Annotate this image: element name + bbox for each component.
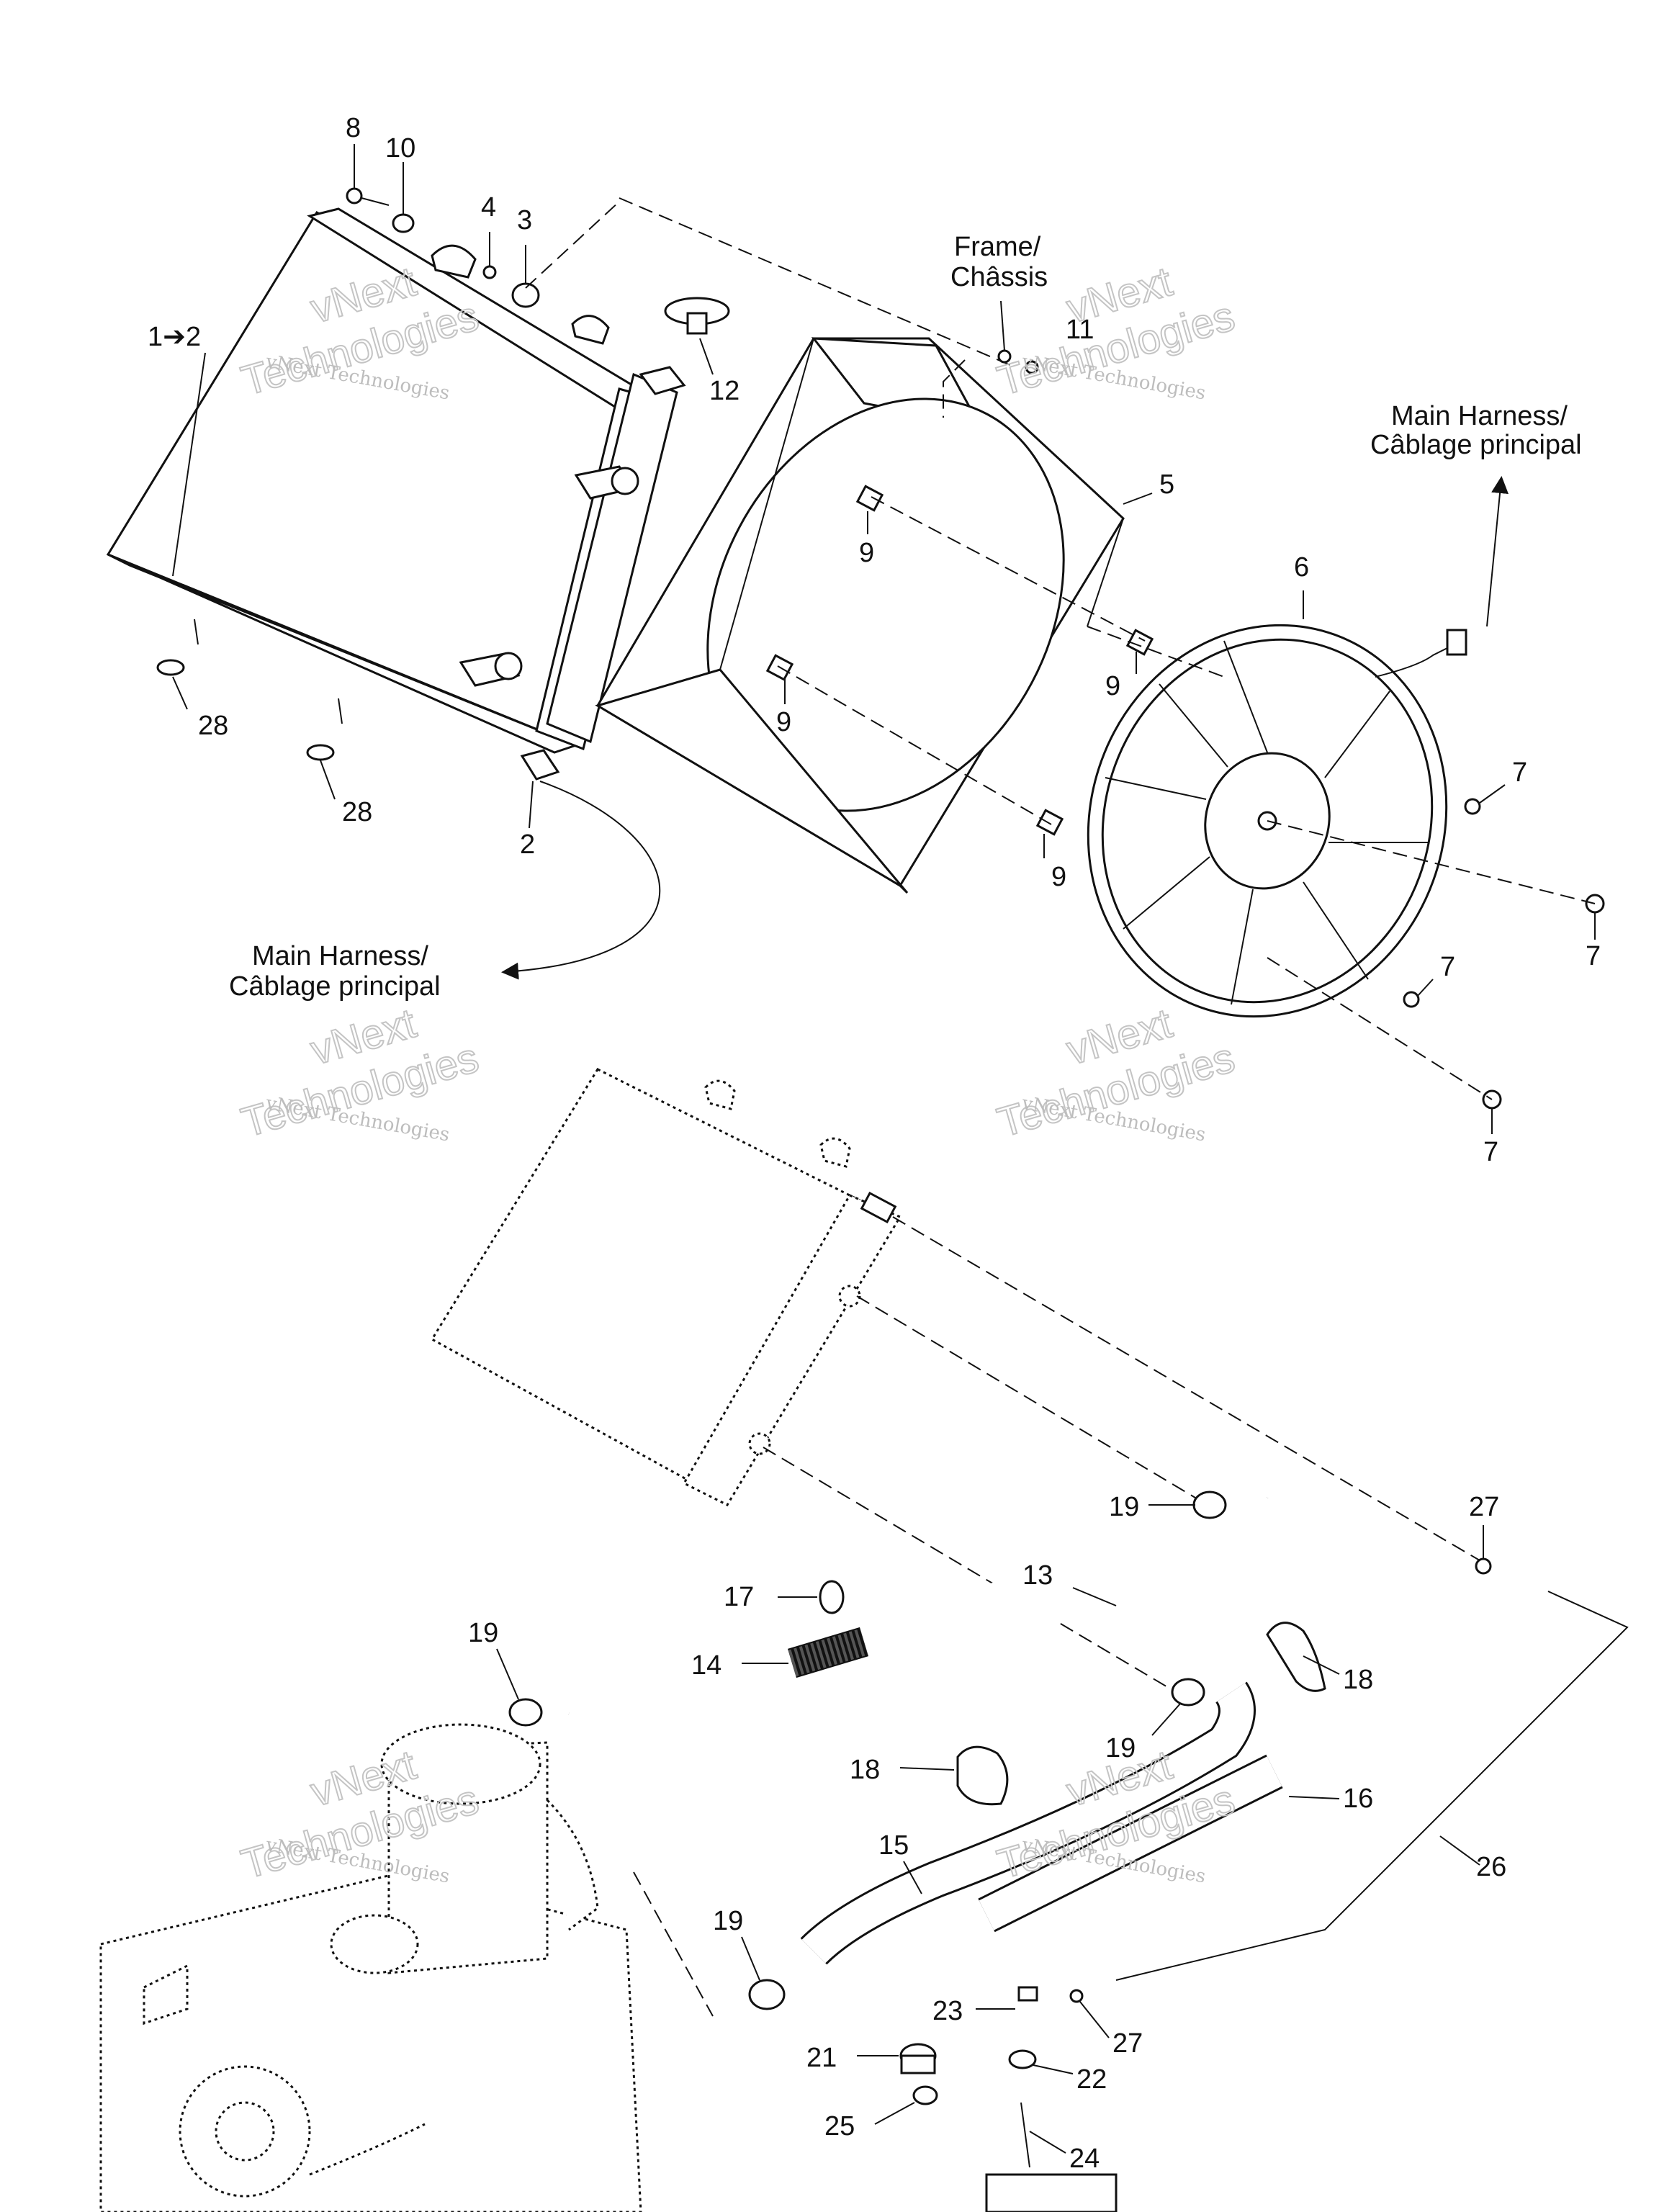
callout-28-a: 28 <box>198 711 228 741</box>
alignment-lines-top <box>525 197 1596 1100</box>
clamp-19c <box>1171 1678 1205 1707</box>
harness-arrows <box>501 476 1509 980</box>
sensor-2 <box>520 749 560 781</box>
frame-note-line1: Frame/ <box>954 232 1041 262</box>
callout-7-a: 7 <box>1512 757 1527 788</box>
clamp-17 <box>819 1580 845 1614</box>
callout-labels: 8 10 4 3 1➔2 12 11 5 9 9 9 9 6 7 7 7 7 2… <box>148 113 1601 2174</box>
gasket-18a <box>1266 1622 1326 1692</box>
bolt-8 <box>346 187 363 204</box>
callout-27-b: 27 <box>1112 2028 1143 2059</box>
harness-note-left-line2: Câblage principal <box>229 971 441 1002</box>
callout-16: 16 <box>1343 1784 1373 1814</box>
frame-note-line2: Châssis <box>950 262 1048 292</box>
washer-10 <box>392 213 415 233</box>
callout-22: 22 <box>1076 2064 1107 2095</box>
callout-24: 24 <box>1069 2144 1100 2174</box>
callout-6: 6 <box>1294 552 1309 583</box>
callout-19-b: 19 <box>468 1618 498 1648</box>
callout-9-b: 9 <box>776 707 791 737</box>
callout-15: 15 <box>878 1830 909 1861</box>
hardware-top <box>156 187 1039 781</box>
gasket-18b <box>956 1745 1009 1806</box>
callout-18-a: 18 <box>1343 1665 1373 1695</box>
clip-27b <box>1069 1989 1084 2003</box>
callout-10: 10 <box>385 133 415 163</box>
callout-19-a: 19 <box>1109 1492 1139 1522</box>
clamps <box>508 1491 1492 2212</box>
callout-9-a: 9 <box>859 538 874 568</box>
clamp-19b <box>1192 1491 1227 1519</box>
callout-19-c: 19 <box>1105 1733 1136 1763</box>
callout-8: 8 <box>346 113 361 143</box>
callout-12: 12 <box>709 376 739 406</box>
callout-9-c: 9 <box>1105 671 1120 701</box>
reservoir <box>985 2173 1118 2212</box>
callout-25: 25 <box>824 2111 855 2141</box>
callout-23: 23 <box>932 1996 963 2026</box>
callout-2: 2 <box>520 830 535 860</box>
harness-note-top-line1: Main Harness/ <box>1391 401 1568 431</box>
alignment-lines-middle <box>633 1216 1484 2017</box>
nut-4 <box>482 265 497 279</box>
clamp-19a <box>508 1698 543 1727</box>
callout-26: 26 <box>1476 1852 1506 1882</box>
callout-7-b: 7 <box>1586 941 1601 971</box>
callout-7-c: 7 <box>1440 952 1455 982</box>
clip-27a <box>1475 1557 1492 1575</box>
grommet-28a <box>156 659 185 676</box>
callout-28-b: 28 <box>342 797 372 827</box>
engine-ghost <box>99 1723 642 2212</box>
harness-note-top-line2: Câblage principal <box>1370 430 1582 460</box>
harness-note-left-line1: Main Harness/ <box>252 941 428 971</box>
callout-4: 4 <box>481 192 496 222</box>
callout-27-a: 27 <box>1469 1492 1499 1522</box>
reference-notes: Frame/ Châssis Main Harness/ Câblage pri… <box>229 232 1582 1002</box>
grommet-22 <box>1008 2049 1037 2069</box>
callout-11: 11 <box>1066 315 1094 345</box>
callout-leaders <box>172 144 1596 2154</box>
radiator-ghost <box>430 1068 902 1506</box>
seal-25 <box>912 2085 938 2105</box>
callout-5: 5 <box>1159 469 1174 500</box>
radiator-top <box>106 207 686 754</box>
grommet-28b <box>306 744 335 761</box>
callout-19-d: 19 <box>713 1906 743 1936</box>
callout-13: 13 <box>1022 1560 1053 1591</box>
callout-7-d: 7 <box>1483 1137 1498 1167</box>
callout-14: 14 <box>691 1650 721 1681</box>
fan-connector <box>1446 629 1467 656</box>
callout-21: 21 <box>806 2043 837 2073</box>
fan-shroud <box>595 337 1154 894</box>
callout-1-to-2: 1➔2 <box>148 322 201 352</box>
callout-9-d: 9 <box>1051 862 1066 892</box>
callout-17: 17 <box>724 1582 754 1612</box>
hose-24 <box>1020 2102 1030 2168</box>
clamp-19d <box>748 1979 786 2010</box>
callout-3: 3 <box>517 205 532 235</box>
callout-18-b: 18 <box>850 1755 880 1785</box>
tee-23 <box>1017 1986 1038 2002</box>
